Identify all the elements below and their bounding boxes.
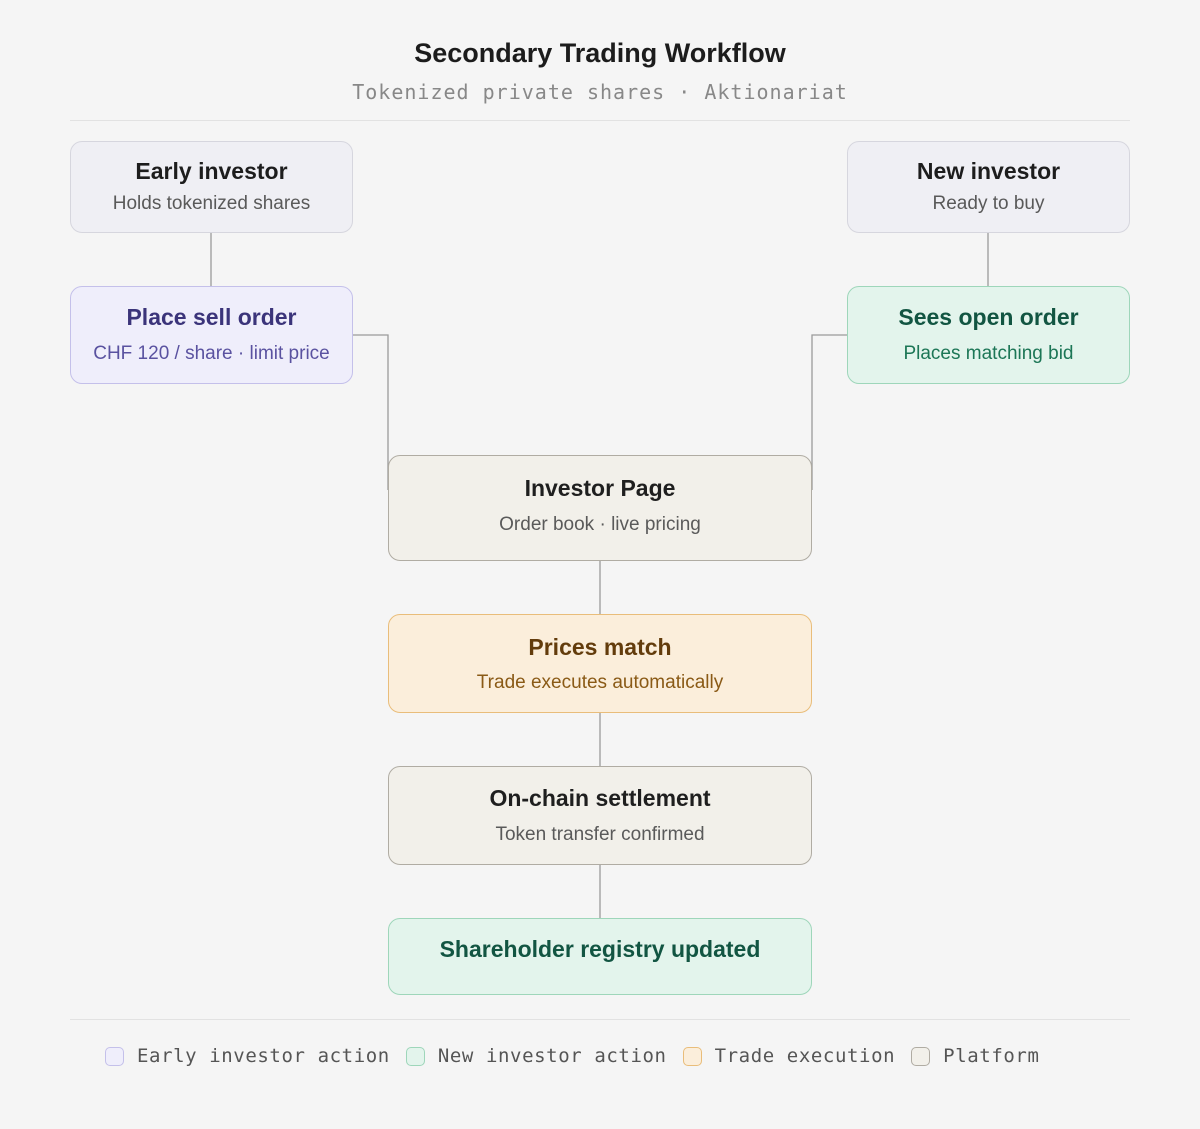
node-subtitle: CHF 120 / share · limit price [93,343,330,364]
node-subtitle: Places matching bid [903,343,1074,364]
diagram-subtitle: Tokenized private shares · Aktionariat [352,80,848,104]
legend-label: Early investor action [137,1045,390,1067]
header-divider [70,120,1130,121]
node-title: Sees open order [898,304,1079,330]
connector-sees-to-investor-page [811,334,847,490]
node-title: Investor Page [524,475,676,501]
node-subtitle: Holds tokenized shares [112,193,311,214]
connector-sell-to-investor-page [353,334,389,490]
node-title: On-chain settlement [489,785,711,811]
node-subtitle: Order book · live pricing [499,514,701,535]
node-place-sell-order: Place sell order CHF 120 / share · limit… [70,286,353,384]
node-subtitle: Token transfer confirmed [495,824,705,845]
legend-swatch [405,1046,425,1066]
legend-swatch [682,1046,702,1066]
node-sees-open-order: Sees open order Places matching bid [847,286,1130,384]
node-early-investor: Early investor Holds tokenized shares [70,141,353,233]
node-title: New investor [916,158,1061,184]
node-new-investor: New investor Ready to buy [847,141,1130,233]
node-title: Early investor [135,158,288,184]
legend: Early investor action New investor actio… [105,1044,1055,1068]
node-subtitle: Trade executes automatically [476,672,724,693]
node-investor-page: Investor Page Order book · live pricing [388,455,812,561]
legend-item-early-investor: Early investor action [105,1045,390,1067]
diagram-title: Secondary Trading Workflow [414,38,786,68]
node-on-chain-settlement: On-chain settlement Token transfer confi… [388,766,812,865]
node-shareholder-registry: Shareholder registry updated [388,918,812,995]
legend-divider [70,1019,1130,1020]
legend-label: New investor action [437,1045,667,1067]
legend-item-platform: Platform [911,1045,1039,1067]
legend-item-trade-execution: Trade execution [682,1045,896,1067]
legend-label: Trade execution [714,1045,896,1067]
node-prices-match: Prices match Trade executes automaticall… [388,614,812,713]
legend-swatch [911,1046,931,1066]
legend-swatch [105,1046,124,1066]
node-subtitle: Ready to buy [932,193,1045,214]
node-title: Prices match [528,634,672,660]
node-title: Shareholder registry updated [439,936,761,962]
legend-label: Platform [943,1045,1040,1067]
legend-item-new-investor: New investor action [405,1045,667,1067]
node-title: Place sell order [126,304,297,330]
